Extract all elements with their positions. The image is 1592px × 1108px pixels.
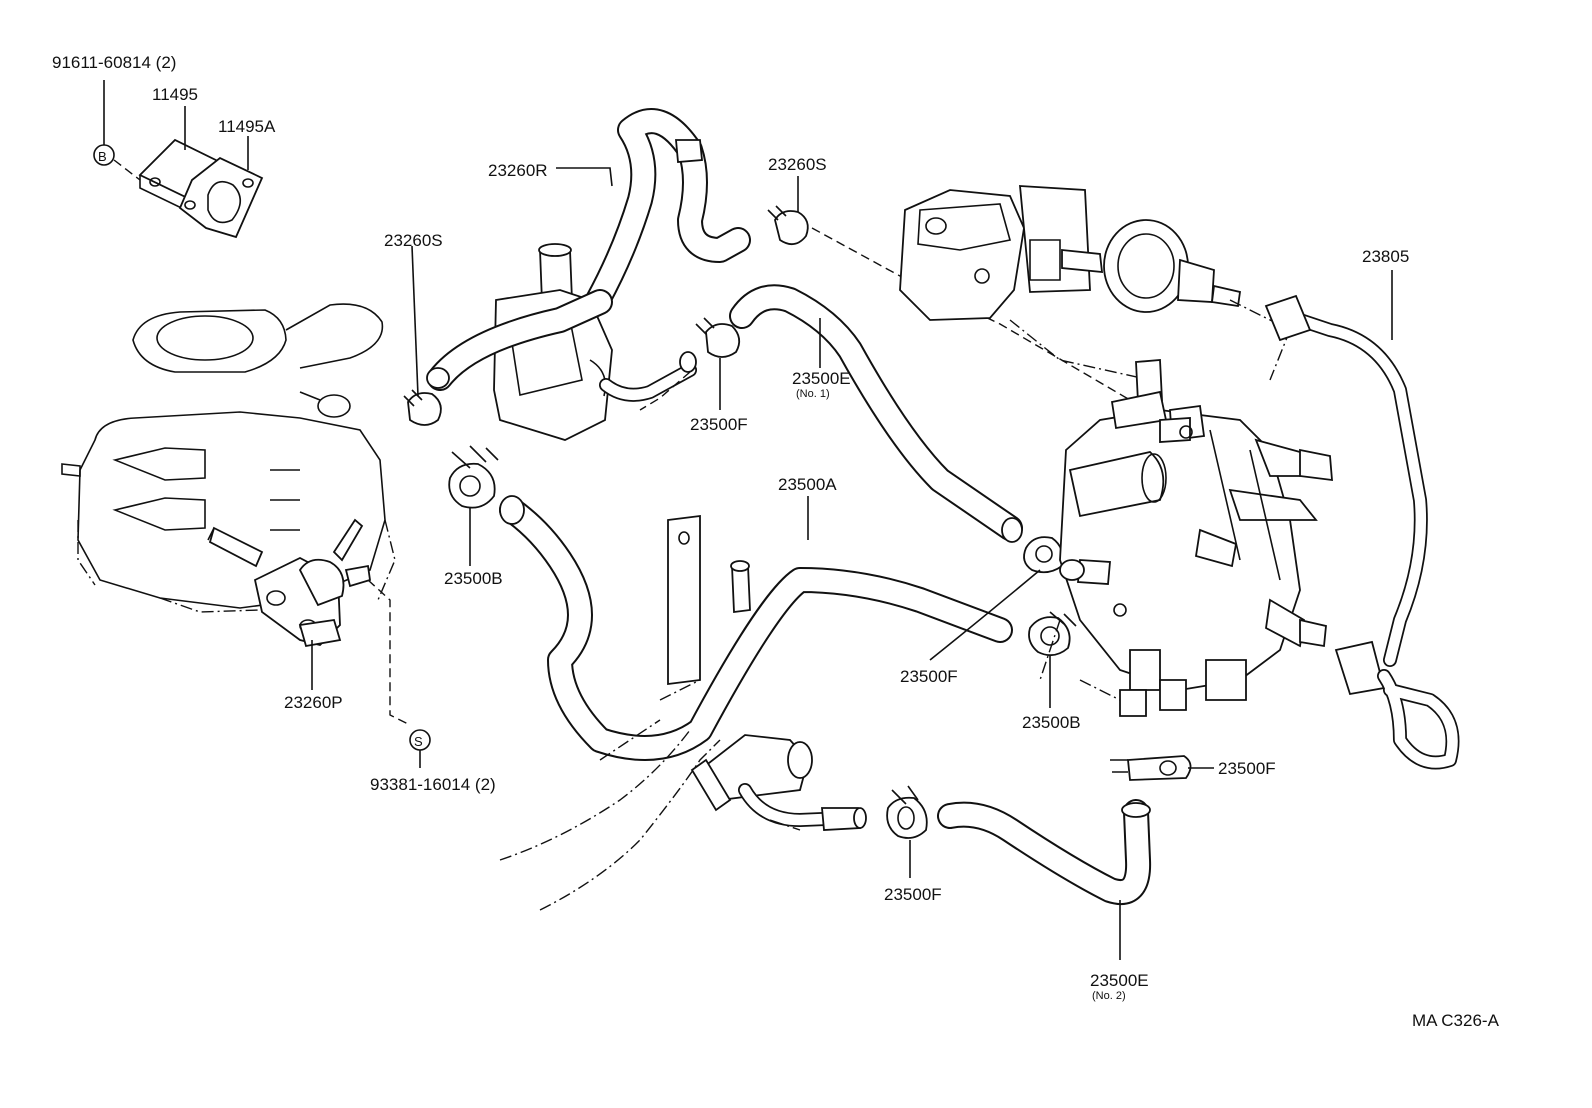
clip-23500f-bottom	[886, 785, 928, 839]
clip-23500f-mid	[1023, 536, 1064, 574]
pipe-23805	[1264, 294, 1460, 770]
label-23260p: 23260P	[284, 693, 343, 712]
clip-23500b-right	[1028, 611, 1077, 657]
label-23500e-no1-sub: (No. 1)	[796, 388, 830, 400]
hose-23260r	[585, 108, 751, 313]
label-23500e-no2: 23500E	[1090, 971, 1149, 990]
label-23260s-top: 23260S	[768, 155, 827, 174]
label-93381: 93381-16014 (2)	[370, 775, 496, 794]
marker-s: S	[409, 729, 431, 751]
label-23805: 23805	[1362, 247, 1409, 266]
clip-23500b-left	[448, 445, 499, 509]
figure-code: MA C326-A	[1412, 1011, 1500, 1030]
label-23500f-mid: 23500F	[900, 667, 958, 686]
upper-valve-assembly	[899, 185, 1291, 381]
pump-body	[1039, 359, 1333, 717]
leader-23260r	[556, 167, 613, 187]
leader-b-gasket	[113, 159, 141, 181]
label-23500b-right: 23500B	[1022, 713, 1081, 732]
label-23500f-top: 23500F	[690, 415, 748, 434]
label-23500f-bottom: 23500F	[884, 885, 942, 904]
ghost-line-1	[769, 819, 801, 831]
clip-23260s-top	[767, 205, 809, 246]
label-23260r: 23260R	[488, 161, 548, 180]
leader-23260s-left	[411, 245, 419, 397]
clip-23500f-right	[1110, 755, 1192, 781]
label-11495a: 11495A	[218, 117, 276, 136]
clip-23500f-top	[695, 317, 741, 358]
label-23260s-left: 23260S	[384, 231, 443, 250]
clip-23260s-left	[403, 389, 442, 426]
label-23500b-left: 23500B	[444, 569, 503, 588]
hose-outlet-left	[426, 289, 613, 391]
svg-text:B: B	[98, 149, 107, 164]
label-11495: 11495	[152, 85, 198, 104]
svg-text:S: S	[414, 734, 423, 749]
leader-23260p-screw	[367, 579, 411, 726]
leader-23500f-mid	[929, 569, 1041, 661]
valve-23260p	[207, 518, 372, 648]
marker-b: B	[93, 144, 115, 166]
hose-23500a	[499, 495, 1013, 761]
label-23500e-no2-sub: (No. 2)	[1092, 990, 1126, 1002]
label-23500a: 23500A	[778, 475, 837, 494]
label-23500e-no1: 23500E	[792, 369, 851, 388]
gasket-11495a	[178, 156, 264, 239]
hose-23500e-no2	[937, 799, 1152, 905]
label-91611: 91611-60814 (2)	[52, 53, 176, 72]
lower-junction	[499, 679, 867, 911]
hose-23500e-no1	[729, 284, 1023, 543]
throttle-body	[61, 303, 396, 613]
label-23500f-right: 23500F	[1218, 759, 1276, 778]
